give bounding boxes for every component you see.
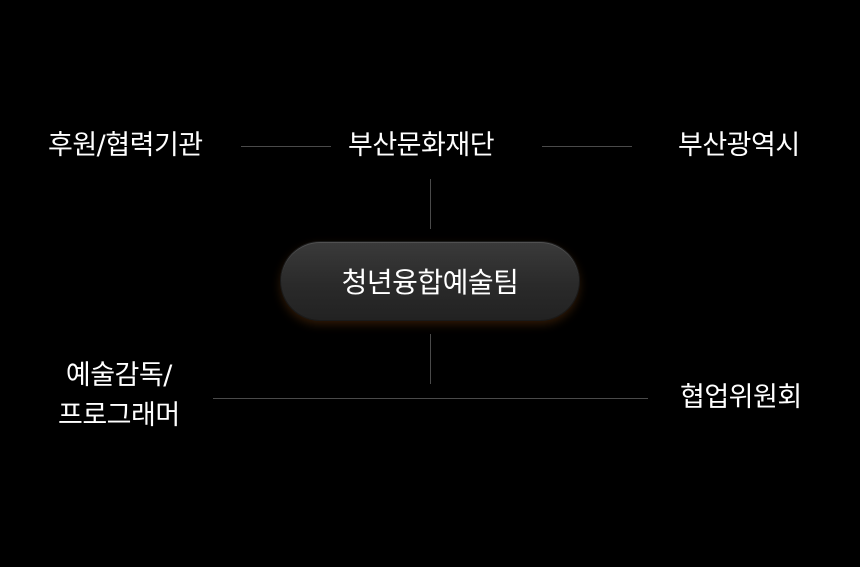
node-committee: 협업위원회 <box>680 382 802 413</box>
node-foundation: 부산문화재단 <box>348 130 495 161</box>
connector-foundation-center <box>430 179 431 229</box>
connector-sponsor-foundation <box>241 146 331 147</box>
node-sponsor: 후원/협력기관 <box>48 130 203 161</box>
connector-foundation-city <box>542 146 632 147</box>
center-node: 청년융합예술팀 <box>281 242 579 320</box>
connector-center-bottom <box>430 334 431 384</box>
node-city: 부산광역시 <box>678 130 800 161</box>
node-director-line1: 예술감독/ <box>65 360 172 391</box>
node-director: 예술감독/ 프로그래머 <box>58 356 180 436</box>
center-node-label: 청년융합예술팀 <box>341 266 519 299</box>
node-director-line2: 프로그래머 <box>58 400 180 431</box>
connector-director-committee <box>213 398 648 399</box>
